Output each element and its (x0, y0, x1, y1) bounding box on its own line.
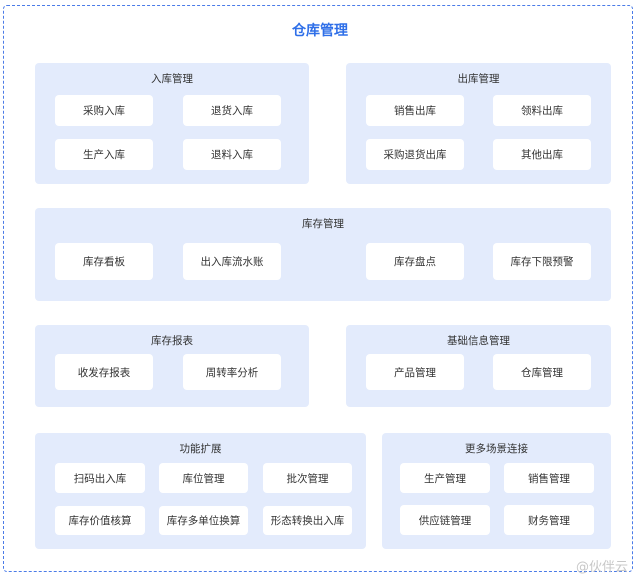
item-picking-out[interactable]: 领料出库 (493, 95, 591, 126)
group-basic-info: 基础信息管理 产品管理 仓库管理 (346, 325, 611, 407)
group-title: 基础信息管理 (447, 335, 510, 347)
diagram-title: 仓库管理 (292, 23, 348, 39)
item-batch-mgmt[interactable]: 批次管理 (263, 463, 352, 493)
group-outbound: 出库管理 销售出库 领料出库 采购退货出库 其他出库 (346, 63, 611, 184)
item-purchase-return-out[interactable]: 采购退货出库 (366, 139, 464, 170)
item-ledger[interactable]: 出入库流水账 (183, 243, 281, 280)
item-turnover-analysis[interactable]: 周转率分析 (183, 354, 281, 390)
item-production-in[interactable]: 生产入库 (55, 139, 153, 170)
item-inventory-board[interactable]: 库存看板 (55, 243, 153, 280)
item-value-accounting[interactable]: 库存价值核算 (55, 506, 145, 535)
group-reports: 库存报表 收发存报表 周转率分析 (35, 325, 309, 407)
item-material-return-in[interactable]: 退料入库 (183, 139, 281, 170)
group-title: 入库管理 (151, 73, 193, 85)
item-return-in[interactable]: 退货入库 (183, 95, 281, 126)
group-extensions: 功能扩展 扫码出入库 库位管理 批次管理 库存价值核算 库存多单位换算 形态转换… (35, 433, 366, 549)
item-form-conversion[interactable]: 形态转换出入库 (263, 506, 352, 535)
item-other-out[interactable]: 其他出库 (493, 139, 591, 170)
diagram-border (3, 5, 633, 572)
item-purchase-in[interactable]: 采购入库 (55, 95, 153, 126)
item-scan-io[interactable]: 扫码出入库 (55, 463, 145, 493)
group-inbound: 入库管理 采购入库 退货入库 生产入库 退料入库 (35, 63, 309, 184)
group-more-scenarios: 更多场景连接 生产管理 销售管理 供应链管理 财务管理 (382, 433, 611, 549)
group-title: 库存报表 (151, 335, 193, 347)
item-production-mgmt[interactable]: 生产管理 (400, 463, 490, 493)
group-title: 更多场景连接 (465, 443, 528, 455)
item-stock-report[interactable]: 收发存报表 (55, 354, 153, 390)
group-title: 功能扩展 (179, 443, 222, 455)
item-multi-unit[interactable]: 库存多单位换算 (159, 506, 248, 535)
item-location-mgmt[interactable]: 库位管理 (159, 463, 248, 493)
watermark: @伙伴云 (575, 560, 628, 575)
item-sales-mgmt[interactable]: 销售管理 (504, 463, 594, 493)
group-title: 库存管理 (302, 218, 344, 230)
group-title: 出库管理 (457, 73, 500, 85)
item-stocktaking[interactable]: 库存盘点 (366, 243, 464, 280)
item-low-stock-alert[interactable]: 库存下限预警 (493, 243, 591, 280)
group-inventory: 库存管理 库存看板 出入库流水账 库存盘点 库存下限预警 (35, 208, 611, 301)
item-product-mgmt[interactable]: 产品管理 (366, 354, 464, 390)
item-finance-mgmt[interactable]: 财务管理 (504, 505, 594, 535)
item-supply-chain-mgmt[interactable]: 供应链管理 (400, 505, 490, 535)
item-sales-out[interactable]: 销售出库 (366, 95, 464, 126)
item-warehouse-mgmt[interactable]: 仓库管理 (493, 354, 591, 390)
